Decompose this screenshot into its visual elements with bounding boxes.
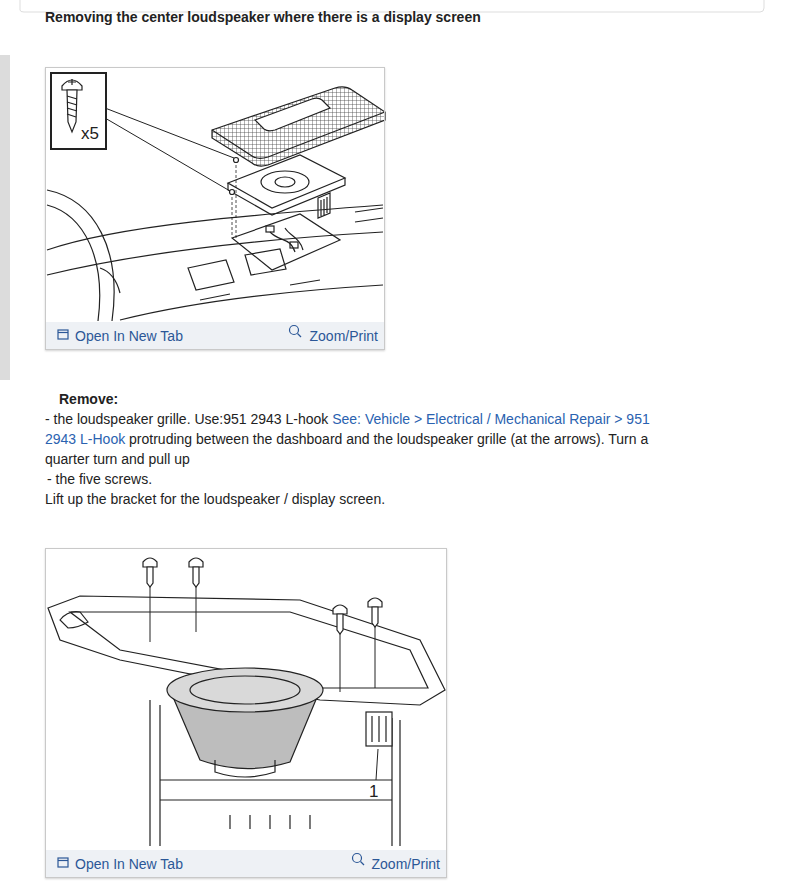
caption-bar xyxy=(46,850,446,877)
open-tab-link: Open In New Tab xyxy=(75,856,183,872)
instruction-paragraph: - the loudspeaker grille. Use:951 2943 L… xyxy=(45,409,665,469)
open-tab-link: Open In New Tab xyxy=(75,328,183,344)
quantity-label: x5 xyxy=(81,124,99,144)
dashboard-illustration xyxy=(47,87,385,321)
instruction-text: protruding between the dashboard and the… xyxy=(45,431,648,467)
bracket-illustration xyxy=(48,558,445,846)
page-title: Removing the center loudspeaker where th… xyxy=(45,7,481,27)
zoom-print-link: Zoom/Print xyxy=(310,328,378,344)
instruction-text: - the five screws. xyxy=(47,469,152,489)
callout-number: 1 xyxy=(369,782,378,802)
caption-bar xyxy=(46,322,384,349)
callout-inset: x5 xyxy=(50,72,107,150)
instruction-text: - the loudspeaker grille. Use:951 2943 L… xyxy=(45,411,328,427)
section-heading: Remove: xyxy=(59,389,118,409)
instruction-text: Lift up the bracket for the loudspeaker … xyxy=(45,489,385,509)
screw-icon xyxy=(62,79,82,132)
figure-frame: Open In New Tab Zoom/Print x5 xyxy=(45,67,385,350)
figure-frame: Open In New Tab Zoom/Print xyxy=(45,548,447,878)
zoom-print-link: Zoom/Print xyxy=(372,856,440,872)
scrollbar xyxy=(0,55,10,380)
